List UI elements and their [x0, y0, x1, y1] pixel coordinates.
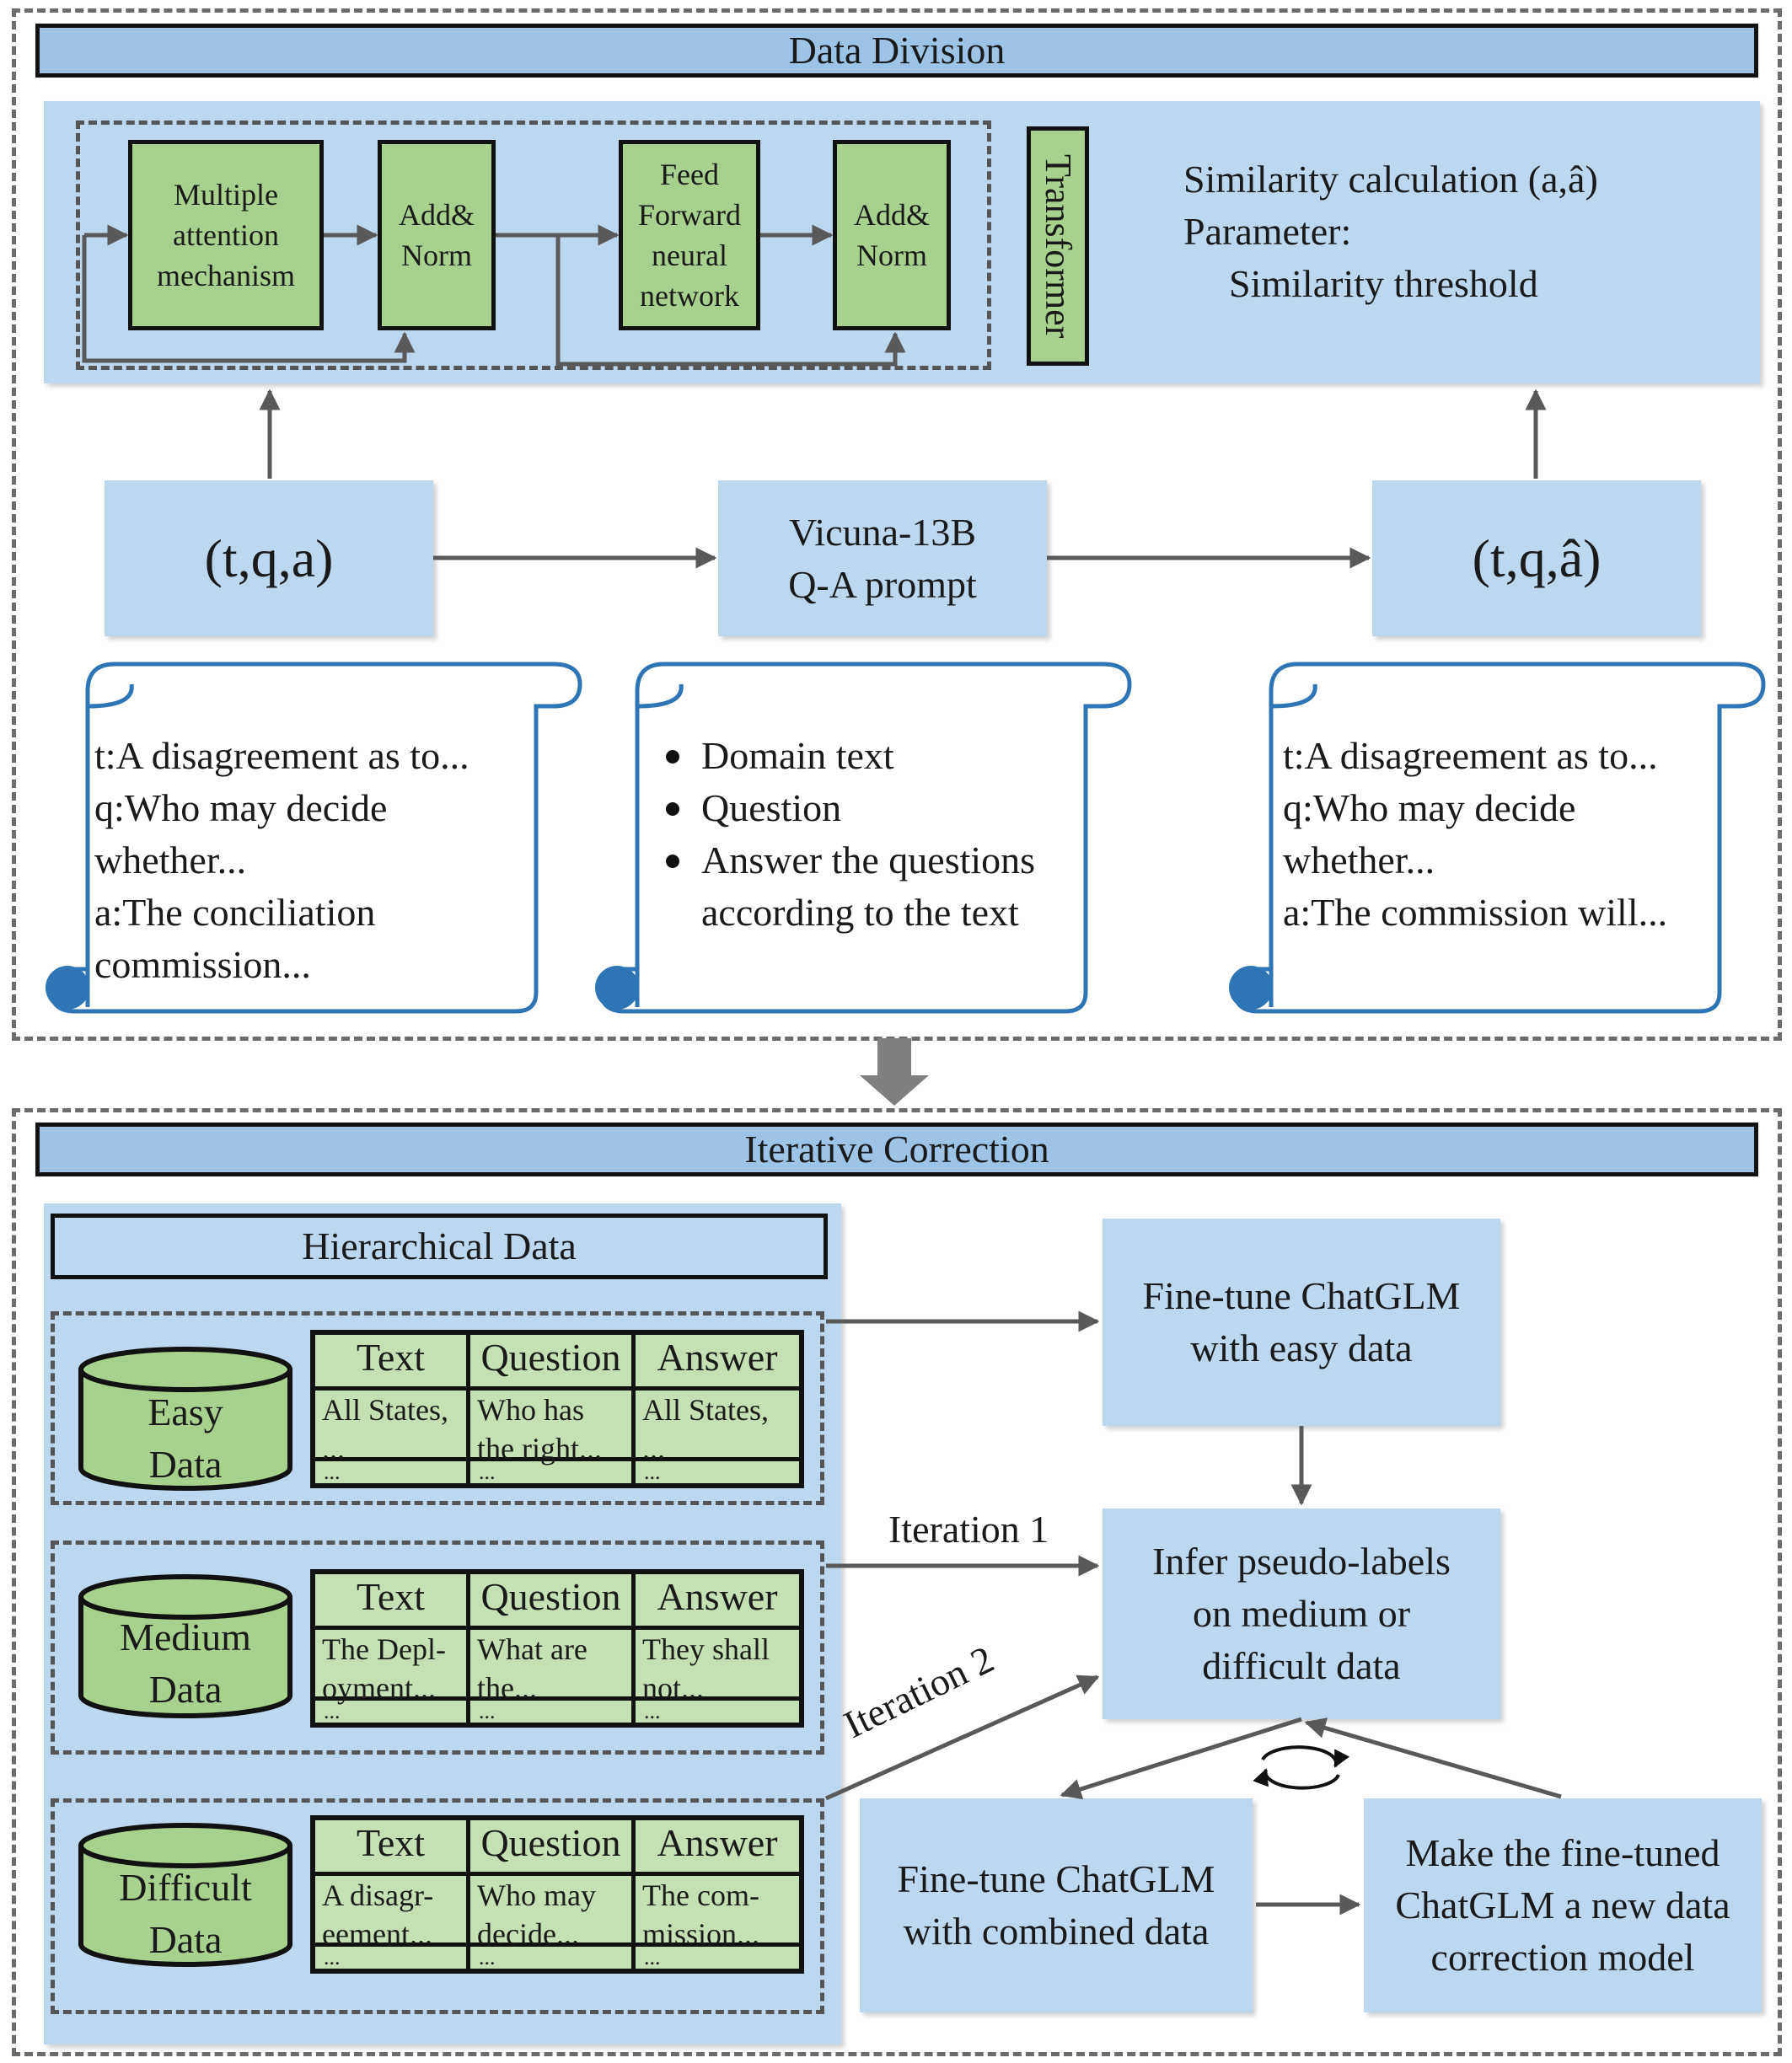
difficult-table: Text Question Answer A disagr-eement... … — [310, 1815, 804, 1974]
scroll-middle-curl — [595, 966, 639, 1010]
difficult-group — [51, 1798, 824, 2014]
input-tuple-node: (t,q,a) — [105, 480, 433, 636]
arrow-newmodel-to-infer — [1304, 1717, 1562, 1799]
medium-dots-3: ... — [644, 1699, 661, 1723]
difficult-header-text: Text — [315, 1820, 470, 1876]
data-division-title: Data Division — [35, 24, 1758, 78]
bullet-continuation: according to the text — [701, 891, 1019, 934]
feed-forward-block: Feed Forward neural network — [619, 140, 760, 330]
arrow-infer-to-combined — [1060, 1717, 1302, 1800]
similarity-threshold: Similarity threshold — [1229, 262, 1538, 305]
attention-block: Multiple attention mechanism — [128, 140, 324, 330]
arrow-iteration-2 — [824, 1675, 1100, 1801]
bullet-question: Question — [659, 782, 1035, 834]
easy-cylinder — [78, 1347, 292, 1491]
difficult-header-answer: Answer — [636, 1820, 799, 1876]
easy-cell-answer: All States,... — [636, 1391, 799, 1466]
add-norm-block-2: Add& Norm — [833, 140, 951, 330]
bullet-answer: Answer the questions — [659, 834, 1035, 887]
residual-1-loop — [82, 235, 416, 363]
cycle-icon — [1253, 1745, 1350, 1790]
easy-group — [51, 1311, 824, 1505]
section-transition-arrow — [860, 1038, 929, 1106]
easy-header-question: Question — [470, 1335, 636, 1391]
difficult-dots-2: ... — [470, 1947, 636, 1969]
easy-table: Text Question Answer All States,... Who … — [310, 1330, 804, 1488]
new-model-node: Make the fine-tuned ChatGLM a new data c… — [1364, 1798, 1762, 2012]
easy-dots-3: ... — [644, 1460, 661, 1484]
medium-header-answer: Answer — [636, 1574, 799, 1630]
medium-header-question: Question — [470, 1574, 636, 1630]
medium-group — [51, 1541, 824, 1755]
easy-header-text: Text — [315, 1335, 470, 1391]
parameter-label: Parameter: — [1183, 210, 1352, 253]
similarity-calculation: Similarity calculation (a,â) — [1183, 158, 1598, 201]
difficult-dots-3: ... — [644, 1945, 661, 1969]
scroll-right-text: t:A disagreement as to... q:Who may deci… — [1283, 734, 1668, 934]
finetune-easy-node: Fine-tune ChatGLM with easy data — [1103, 1219, 1500, 1426]
easy-cell-text: All States,... — [315, 1391, 470, 1466]
difficult-header-question: Question — [470, 1820, 636, 1876]
difficult-dots-1: ... — [315, 1947, 470, 1969]
easy-header-answer: Answer — [636, 1335, 799, 1391]
medium-table: Text Question Answer The Depl-oyment... … — [310, 1569, 804, 1728]
scroll-right-curl — [1229, 966, 1273, 1010]
transformer-label: Transformer — [1027, 126, 1089, 366]
scroll-middle-text: Domain text Question Answer the question… — [659, 730, 1035, 939]
iteration-1-label: Iteration 1 — [888, 1508, 1049, 1551]
difficult-cylinder — [78, 1823, 292, 1967]
medium-header-text: Text — [315, 1574, 470, 1630]
vicuna-node: Vicuna-13B Q-A prompt — [718, 480, 1047, 636]
residual-2-loop — [555, 235, 906, 367]
scroll-left-curl — [46, 966, 89, 1010]
difficult-cell-text: A disagr-eement... — [315, 1876, 470, 1951]
scrolls-svg — [46, 662, 1766, 1014]
finetune-combined-node: Fine-tune ChatGLM with combined data — [860, 1798, 1253, 2012]
output-tuple-node: (t,q,â) — [1372, 480, 1701, 636]
medium-cell-text: The Depl-oyment... — [315, 1630, 470, 1705]
hierarchical-title: Hierarchical Data — [51, 1214, 828, 1279]
easy-dots-1: ... — [315, 1461, 470, 1483]
iterative-correction-title: Iterative Correction — [35, 1123, 1758, 1176]
easy-dots-2: ... — [470, 1461, 636, 1483]
add-norm-block-1: Add& Norm — [378, 140, 496, 330]
transformer-dashed-group — [76, 121, 991, 370]
medium-dots-2: ... — [470, 1701, 636, 1723]
similarity-text: Similarity calculation (a,â) Parameter: … — [1183, 153, 1598, 310]
medium-cylinder — [78, 1574, 292, 1718]
scroll-left-text: t:A disagreement as to... q:Who may deci… — [94, 734, 469, 986]
iterative-correction-section — [12, 1108, 1782, 2056]
medium-dots-1: ... — [315, 1701, 470, 1723]
bullet-domain-text: Domain text — [659, 730, 1035, 782]
difficult-cell-answer: The com-mission... — [636, 1876, 799, 1951]
infer-pseudo-labels-node: Infer pseudo-labels on medium or difficu… — [1103, 1508, 1500, 1719]
